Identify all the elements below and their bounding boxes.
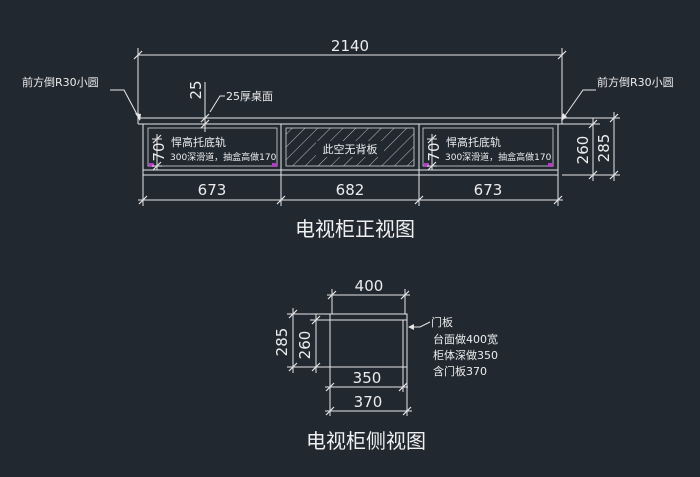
desk-thickness-dimension: 25 25厚桌面 — [187, 80, 273, 132]
desk-thickness-value: 25 — [187, 80, 205, 99]
side-height-260: 260 — [296, 331, 314, 360]
left-drawer-height: 70 — [150, 142, 168, 161]
front-bottom-dim-left: 673 — [198, 181, 227, 199]
front-height-260: 260 — [574, 136, 592, 165]
overall-width-dimension: 2140 — [133, 37, 567, 118]
side-top-dimension: 400 — [327, 277, 410, 314]
front-bottom-dimensions: 673 682 673 — [138, 175, 563, 206]
side-bottom-dimensions: 350 370 — [325, 367, 412, 416]
side-view: 400 285 260 — [273, 277, 498, 453]
right-drawer-note-1: 悍高托底轨 — [446, 135, 501, 149]
corner-note-left: 前方倒R30小圆 — [22, 75, 141, 121]
side-note-1: 台面做400宽 — [433, 332, 498, 346]
left-drawer-note-1: 悍高托底轨 — [171, 135, 226, 149]
right-slide-marker-right — [548, 163, 553, 167]
cabinet-frame — [142, 123, 559, 176]
left-drawer-note-2: 300深滑道，抽盒高做170 — [170, 151, 277, 163]
front-bottom-dim-right: 673 — [474, 181, 503, 199]
side-left-dimensions: 285 260 — [273, 308, 330, 373]
corner-note-right: 前方倒R30小圆 — [561, 75, 674, 121]
corner-note-left-text: 前方倒R30小圆 — [22, 75, 99, 89]
middle-open-bay: 此空无背板 — [285, 127, 415, 167]
front-height-285: 285 — [595, 134, 613, 163]
front-right-dimensions: 260 285 — [562, 112, 620, 181]
left-slide-marker-right — [272, 163, 277, 167]
side-note-2: 柜体深做350 — [433, 348, 498, 362]
corner-note-right-text: 前方倒R30小圆 — [597, 75, 674, 89]
side-note-3: 含门板370 — [433, 364, 487, 378]
side-height-285: 285 — [273, 328, 291, 357]
left-drawer: 70 悍高托底轨 300深滑道，抽盒高做170 — [147, 127, 278, 171]
side-depth-350: 350 — [353, 369, 382, 387]
middle-open-bay-label: 此空无背板 — [323, 142, 378, 156]
overall-width-label: 2140 — [331, 37, 369, 55]
front-bottom-dim-middle: 682 — [336, 181, 365, 199]
right-drawer: 70 悍高托底轨 300深滑道，抽盒高做170 — [422, 127, 554, 171]
door-panel-label: 门板 — [431, 315, 453, 329]
right-drawer-note-2: 300深滑道，抽盒高做170 — [445, 151, 552, 163]
right-slide-marker — [424, 163, 429, 167]
front-view: 2140 70 悍高托底轨 300深滑道，抽 — [22, 37, 674, 241]
front-view-title: 电视柜正视图 — [295, 217, 415, 241]
side-view-title: 电视柜侧视图 — [306, 429, 426, 453]
side-cabinet-body — [329, 313, 408, 368]
side-depth-370: 370 — [354, 393, 383, 411]
desk-thickness-label: 25厚桌面 — [226, 90, 273, 103]
left-slide-marker — [149, 163, 154, 167]
right-drawer-height: 70 — [425, 142, 443, 161]
side-top-dim-value: 400 — [355, 277, 384, 295]
side-door-notes: 门板 台面做400宽 柜体深做350 含门板370 — [408, 315, 498, 378]
